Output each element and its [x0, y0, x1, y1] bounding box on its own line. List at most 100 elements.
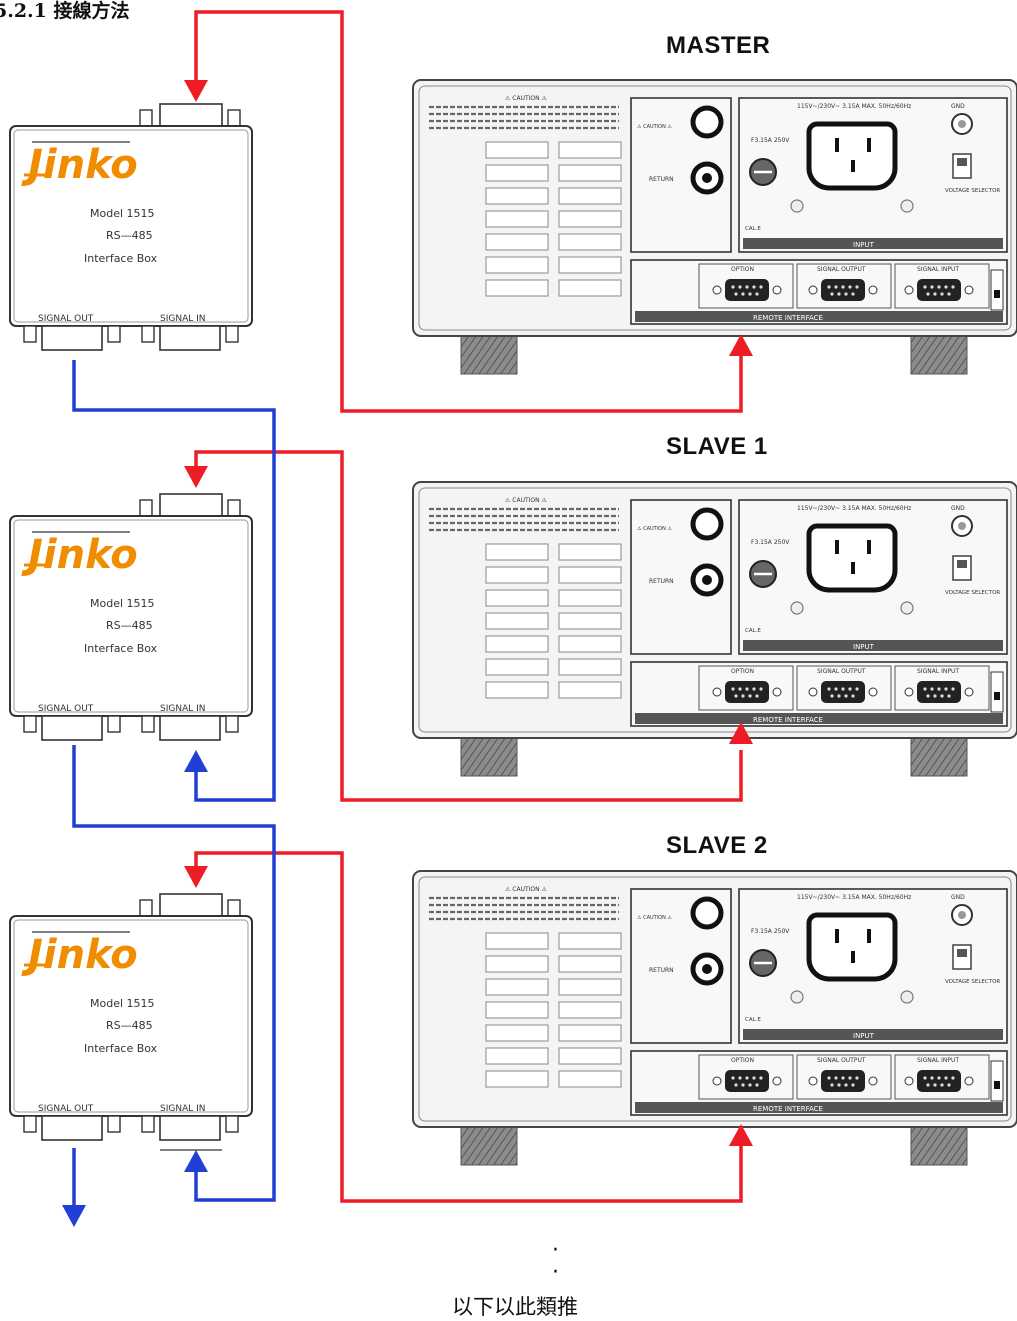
hv-caution-label: ⚠ CAUTION ⚠: [637, 124, 672, 130]
pin: [933, 1083, 936, 1086]
screw-icon: [773, 688, 781, 696]
red-arrow-up-master: [729, 334, 753, 356]
cal-label: CAL.E: [745, 1017, 761, 1023]
dsub-connector-shell: [821, 279, 865, 301]
pin: [837, 292, 840, 295]
pin: [855, 285, 858, 288]
protocol-label: RS—485: [106, 619, 153, 632]
voltage-selector-knob: [957, 560, 967, 568]
screw-icon: [773, 286, 781, 294]
protocol-label: RS—485: [106, 229, 153, 242]
panel-foot-left: [461, 332, 517, 374]
pin: [830, 694, 833, 697]
label-slot: [559, 234, 621, 250]
pin: [841, 687, 844, 690]
label-slot: [559, 1071, 621, 1087]
return-label: RETURN: [649, 176, 674, 183]
label-slot: [486, 1025, 548, 1041]
label-slot: [559, 956, 621, 972]
label-slot: [486, 682, 548, 698]
cal-switch-knob: [994, 1081, 1000, 1089]
voltage-selector-label: VOLTAGE SELECTOR: [945, 979, 1000, 985]
ac-pin: [835, 929, 839, 943]
return-terminal-center: [702, 575, 712, 585]
label-slot: [559, 590, 621, 606]
screw-icon: [905, 1077, 913, 1085]
continuation-dots: · ·: [552, 1240, 559, 1284]
screw-icon: [901, 200, 913, 212]
signal-in-connector: [160, 326, 220, 350]
hv-output-terminal: [693, 510, 721, 538]
port-label-signal-out: SIGNAL OUT: [38, 1104, 94, 1114]
remote-interface-label: REMOTE INTERFACE: [753, 314, 823, 322]
screw-icon: [901, 991, 913, 1003]
gnd-label: GND: [951, 103, 965, 110]
input-label: INPUT: [853, 643, 875, 651]
signal-input-label: SIGNAL INPUT: [917, 1057, 959, 1064]
pin: [851, 292, 854, 295]
pin: [940, 1083, 943, 1086]
ac-pin: [867, 929, 871, 943]
gnd-terminal-center: [958, 911, 966, 919]
screw-icon: [773, 1077, 781, 1085]
panel-foot-left: [461, 734, 517, 776]
label-slot: [486, 933, 548, 949]
remote-interface-label: REMOTE INTERFACE: [753, 1105, 823, 1113]
return-terminal-center: [702, 964, 712, 974]
bottom-connector-latch: [226, 326, 238, 342]
label-slot: [486, 659, 548, 675]
screw-icon: [869, 688, 877, 696]
dsub-connector-shell: [725, 681, 769, 703]
power-rating-label: 115V~/230V~ 3.15A MAX. 50Hz/60Hz: [797, 103, 911, 110]
brand-logo: Jinko: [21, 532, 138, 578]
label-slot: [559, 188, 621, 204]
pin: [731, 285, 734, 288]
cal-switch-knob: [994, 692, 1000, 700]
ac-inlet-icon: [809, 124, 895, 188]
footer-note: 以下以此類推: [452, 1291, 578, 1321]
input-label: INPUT: [853, 1032, 875, 1040]
gnd-label: GND: [951, 894, 965, 901]
return-label: RETURN: [649, 578, 674, 585]
bottom-connector-latch: [142, 326, 154, 342]
screw-icon: [713, 688, 721, 696]
pin: [752, 1076, 755, 1079]
pin: [837, 1083, 840, 1086]
label-slot: [559, 257, 621, 273]
pin: [755, 1083, 758, 1086]
bottom-connector-latch: [108, 1116, 120, 1132]
power-rating-label: 115V~/230V~ 3.15A MAX. 50Hz/60Hz: [797, 894, 911, 901]
screw-icon: [901, 602, 913, 614]
pin: [940, 292, 943, 295]
model-label: Model 1515: [90, 597, 155, 610]
pin: [951, 285, 954, 288]
pin: [734, 694, 737, 697]
signal-output-label: SIGNAL OUTPUT: [817, 266, 866, 273]
pin: [923, 1076, 926, 1079]
gnd-terminal-center: [958, 120, 966, 128]
port-label-signal-in: SIGNAL IN: [160, 1104, 206, 1114]
pin: [748, 1083, 751, 1086]
pin: [837, 694, 840, 697]
pin: [759, 285, 762, 288]
label-slot: [486, 567, 548, 583]
label-slot: [486, 1071, 548, 1087]
type-label: Interface Box: [84, 1042, 158, 1055]
label-slot: [486, 142, 548, 158]
ac-pin: [851, 951, 855, 963]
label-slot: [486, 544, 548, 560]
pin: [738, 285, 741, 288]
label-slot: [486, 1048, 548, 1064]
pin: [944, 1076, 947, 1079]
label-slot: [486, 956, 548, 972]
pin: [738, 687, 741, 690]
pin: [930, 285, 933, 288]
pin: [851, 694, 854, 697]
label-slot: [559, 211, 621, 227]
screw-icon: [713, 286, 721, 294]
panel-foot-right: [911, 332, 967, 374]
pin: [944, 687, 947, 690]
pin: [755, 292, 758, 295]
ac-pin: [835, 540, 839, 554]
